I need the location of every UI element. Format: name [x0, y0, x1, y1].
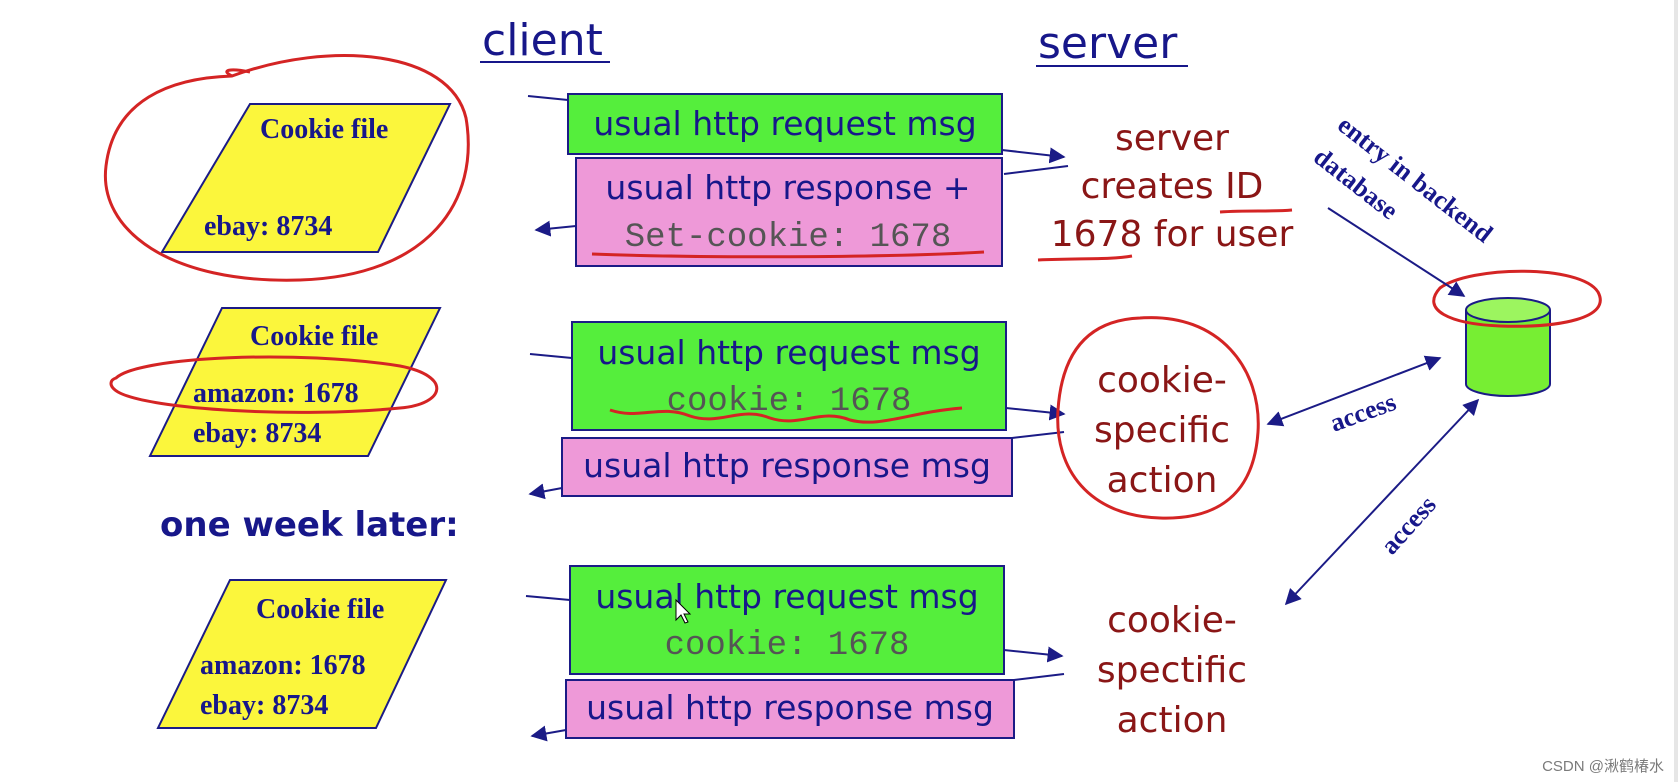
client-header: client — [482, 15, 603, 66]
action1-line3: action — [1107, 460, 1218, 501]
mouse-cursor-icon — [675, 598, 692, 624]
cookie-file-entry: ebay: 8734 — [204, 211, 332, 242]
red-underline-id — [1219, 208, 1293, 214]
cookie-file-title: Cookie file — [256, 594, 384, 625]
access-label-1-group: access — [1326, 387, 1400, 437]
red-circle-action1 — [1056, 316, 1260, 520]
request-text: usual http request msg — [593, 104, 976, 143]
red-circle-database — [1432, 269, 1602, 328]
req2-arrow — [1005, 404, 1066, 421]
cookie-file-1: Cookie file ebay: 8734 — [160, 103, 452, 253]
one-week-later-label: one week later: — [160, 505, 459, 545]
cookie-file-2: Cookie file amazon: 1678 ebay: 8734 — [148, 307, 442, 457]
request-text: usual http request msg — [597, 333, 980, 372]
server-note-line2: creates ID — [1081, 166, 1264, 207]
database-entry-arrow — [1327, 207, 1466, 297]
cookie-file-3: Cookie file amazon: 1678 ebay: 8734 — [156, 579, 448, 729]
action1-line2: specific — [1094, 410, 1230, 451]
red-underline-1678 — [1037, 254, 1133, 262]
resp3-server-line — [1013, 673, 1065, 681]
action2-line2: spectific — [1097, 650, 1247, 691]
req1-arrow — [1001, 147, 1066, 164]
watermark: CSDN @湫鹤椿水 — [1542, 758, 1664, 775]
request-text: usual http request msg — [595, 577, 978, 616]
action2-line3: action — [1117, 700, 1228, 741]
client-line-req3 — [525, 595, 571, 601]
req3-arrow — [1003, 646, 1064, 663]
cookie-file-entry: ebay: 8734 — [193, 418, 321, 449]
database-icon — [1465, 297, 1551, 397]
resp3-arrow — [530, 725, 567, 742]
resp1-arrow — [534, 220, 577, 237]
resp2-arrow — [528, 483, 563, 500]
access-label-2-group: access — [1375, 490, 1442, 560]
server-note-line3: 1678 for user — [1051, 214, 1294, 255]
set-cookie-text: Set-cookie: 1678 — [625, 219, 951, 257]
red-circle-amazon-entry — [109, 355, 439, 414]
cookie-file-entry: amazon: 1678 — [193, 378, 359, 409]
cookie-file-entry: amazon: 1678 — [200, 650, 366, 681]
response-text: usual http response + — [605, 168, 970, 207]
response-box-2: usual http response msg — [561, 437, 1013, 497]
cookie-file-entry: ebay: 8734 — [200, 690, 328, 721]
red-squiggle-cookie — [609, 406, 963, 424]
access-arrow-2 — [1284, 398, 1480, 606]
window-edge — [1674, 0, 1678, 782]
cookie-header-text: cookie: 1678 — [665, 627, 910, 665]
access-label-2: access — [1375, 490, 1442, 560]
cookie-file-title: Cookie file — [260, 114, 388, 145]
access-label-1: access — [1326, 387, 1400, 437]
cookie-file-title: Cookie file — [250, 321, 378, 352]
response-text: usual http response msg — [586, 688, 994, 727]
request-box-3: usual http request msg cookie: 1678 — [569, 565, 1005, 675]
resp2-server-line — [1011, 431, 1065, 439]
resp1-server-line — [1003, 165, 1069, 175]
response-box-3: usual http response msg — [565, 679, 1015, 739]
client-line-req2 — [529, 353, 573, 359]
red-underline-set-cookie — [591, 250, 985, 259]
client-line-req1 — [527, 95, 569, 101]
response-text: usual http response msg — [583, 446, 991, 485]
action2-line1: cookie- — [1107, 600, 1237, 641]
server-header: server — [1038, 18, 1178, 69]
cookie-header-text: cookie: 1678 — [667, 383, 912, 421]
request-box-2: usual http request msg cookie: 1678 — [571, 321, 1007, 431]
red-circle-cookie-file-1 — [103, 54, 470, 282]
response-box-1: usual http response + Set-cookie: 1678 — [575, 157, 1003, 267]
server-note-line1: server — [1115, 118, 1229, 159]
action1-line1: cookie- — [1097, 360, 1227, 401]
request-box-1: usual http request msg — [567, 93, 1003, 155]
